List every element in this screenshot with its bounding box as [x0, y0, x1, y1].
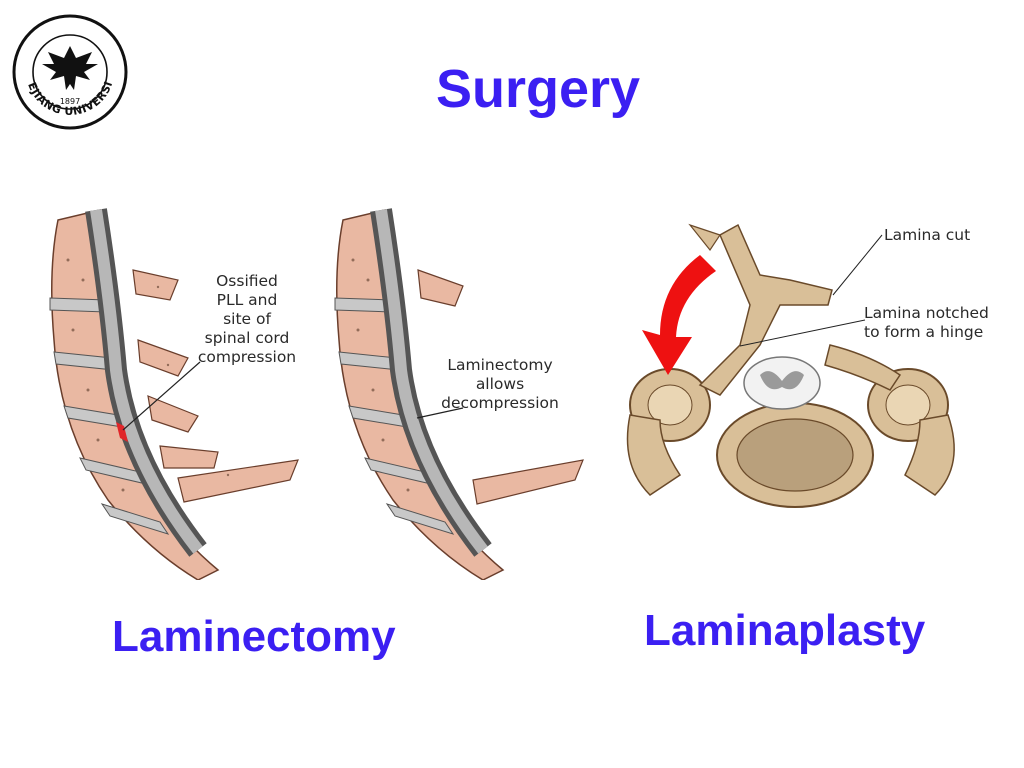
callout-lamina-cut: Lamina cut	[884, 226, 1004, 245]
callout-line: decompression	[441, 394, 559, 412]
spine-before-view	[49, 208, 299, 580]
callout-line: Laminectomy	[447, 356, 553, 374]
caption-laminectomy: Laminectomy	[112, 612, 396, 661]
callout-line: Lamina notched	[864, 304, 989, 322]
callout-laminectomy-decompression: Laminectomy allows decompression	[432, 356, 568, 413]
vertebra-axial-view	[626, 223, 955, 508]
slide-title: Surgery	[435, 59, 641, 119]
callout-line: Ossified	[216, 272, 278, 290]
callout-lamina-hinge: Lamina notched to form a hinge	[864, 304, 1014, 342]
callout-line: PLL and	[216, 291, 278, 309]
callout-ossified-pll: Ossified PLL and site of spinal cord com…	[188, 272, 306, 367]
zhejiang-university-logo: ZHEJIANG UNIVERSITY 1897	[10, 12, 128, 130]
caption-laminaplasty: Laminaplasty	[644, 606, 926, 655]
callout-line: Lamina cut	[884, 226, 971, 244]
spine-after-view	[334, 208, 584, 580]
callout-line: compression	[197, 348, 297, 366]
callout-line: allows	[475, 375, 525, 393]
callout-line: to form a hinge	[864, 323, 984, 341]
callout-line: site of	[223, 310, 271, 328]
laminectomy-illustration	[49, 208, 584, 580]
logo-year: 1897	[60, 97, 80, 106]
callout-line: spinal cord	[204, 329, 290, 347]
laminaplasty-illustration	[626, 223, 955, 508]
